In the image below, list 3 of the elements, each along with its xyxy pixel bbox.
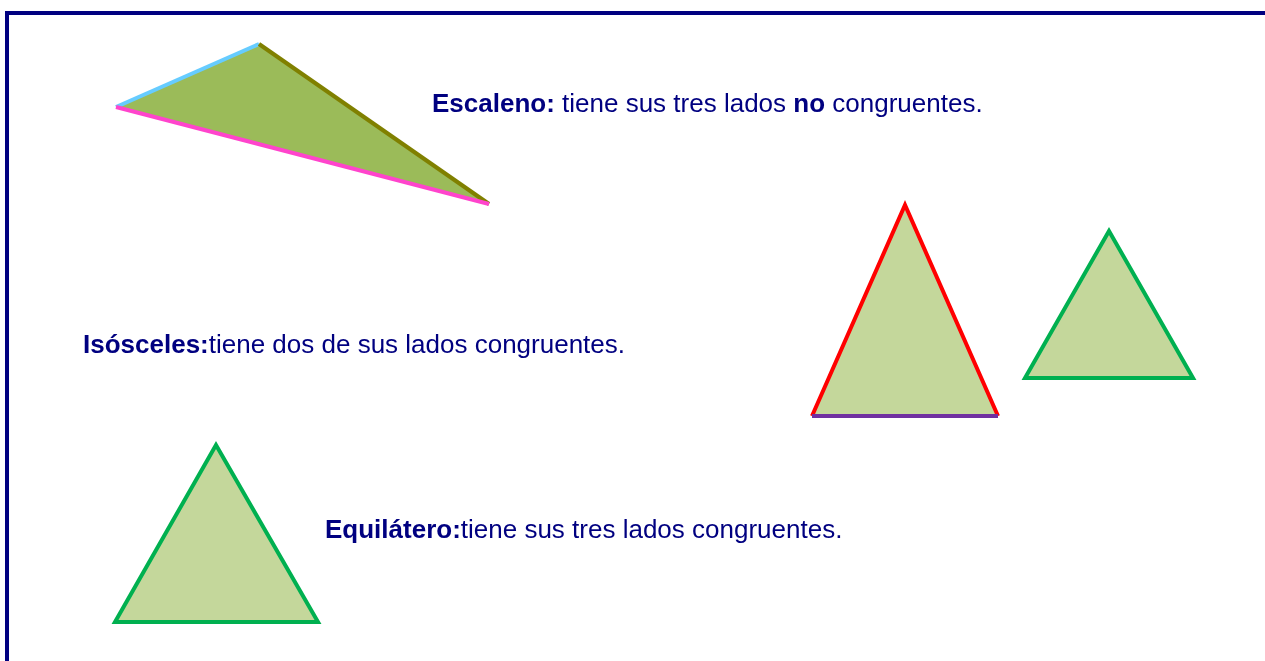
definition-text: Equilátero:tiene sus tres lados congruentes. xyxy=(325,514,843,544)
definition-text: Isósceles:tiene dos de sus lados congruentes. xyxy=(83,329,626,359)
definition-text: Escaleno: tiene sus tres lados no congruentes. xyxy=(432,88,983,118)
